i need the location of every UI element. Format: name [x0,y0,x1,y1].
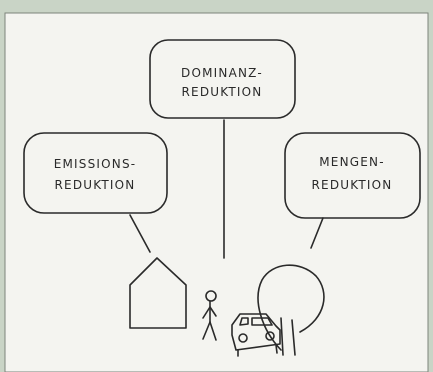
bubble-right-line1: MENGEN- [319,155,385,169]
bubble-top-line2: REDUKTION [182,85,263,99]
bubble-left-line2: REDUKTION [55,178,136,192]
house-icon [129,257,187,329]
bubble-right-line2: REDUKTION [312,178,393,192]
connector-line-left [129,214,151,253]
sheet-panel [4,12,429,372]
bubble-left [23,132,168,214]
bubble-top-line1: DOMINANZ- [181,66,263,80]
bubble-top [149,39,296,119]
connector-line-right [310,217,324,249]
car-icon [231,313,281,357]
person-icon [202,290,217,341]
bubble-right [284,132,421,219]
bubble-left-line1: EMISSIONS- [54,157,137,171]
